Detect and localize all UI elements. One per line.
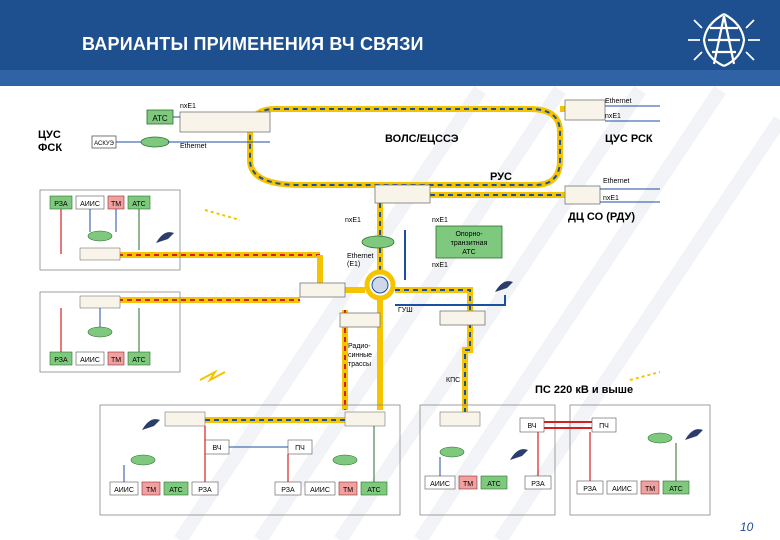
page-title: ВАРИАНТЫ ПРИМЕНЕНИЯ ВЧ СВЯЗИ (82, 34, 424, 54)
svg-text:АТС: АТС (169, 487, 182, 494)
satellite-icon-3 (142, 419, 160, 430)
askue-label: АСКУЭ (94, 141, 114, 147)
background-stripes (174, 86, 780, 540)
vols-label: ВОЛС/ЕЦССЭ (385, 133, 459, 145)
svg-text:ПЧ: ПЧ (295, 445, 305, 452)
svg-text:АИИС: АИИС (430, 481, 450, 488)
svg-text:ТМ: ТМ (645, 486, 655, 493)
page-number: 10 (740, 520, 754, 534)
gush-label: ГУШ (398, 307, 413, 314)
svg-text:АТС: АТС (669, 486, 682, 493)
rus-label: РУС (490, 171, 512, 183)
svg-text:ТМ: ТМ (111, 357, 121, 364)
satellite-icon-2 (495, 281, 513, 292)
vols-ring (100, 106, 568, 423)
svg-text:АТС: АТС (367, 487, 380, 494)
satellite-icon-1 (156, 232, 174, 243)
nxe1-label-hub-right: nхE1 (432, 217, 448, 224)
svg-text:АИИС: АИИС (80, 357, 100, 364)
svg-text:АИИС: АИИС (310, 487, 330, 494)
svg-text:ТМ: ТМ (343, 487, 353, 494)
svg-text:ВЧ: ВЧ (212, 445, 221, 452)
hub-router-icon (361, 235, 395, 249)
cus-rsk-label: ЦУС РСК (605, 133, 653, 145)
svg-text:ВЧ: ВЧ (527, 423, 536, 430)
multiplexer-rsk (564, 99, 606, 121)
nxe1-label-hub-left: nхE1 (345, 217, 361, 224)
svg-text:РЗА: РЗА (54, 201, 68, 208)
opora-box (435, 225, 503, 259)
satellite-icon-4 (510, 449, 528, 460)
ethernet-label-rsk: Ethernet (605, 98, 632, 105)
substation-left-lower: РЗА АИИС ТМ АТС (39, 291, 181, 373)
nxe1-label-dc: nхE1 (603, 195, 619, 202)
ethernet-label-dc: Ethernet (603, 178, 630, 185)
svg-text:ТМ: ТМ (463, 481, 473, 488)
multiplexer-top (179, 111, 271, 133)
router-icon (140, 136, 170, 148)
nxe1-label-hub-low: nхE1 (432, 262, 448, 269)
substation-left-upper: РЗА АИИС ТМ АТС (39, 189, 181, 271)
svg-text:ТМ: ТМ (146, 487, 156, 494)
ethernet-label-top: Ethernet (180, 143, 207, 150)
kps-label: КПС (446, 377, 460, 384)
svg-text:РЗА: РЗА (583, 486, 597, 493)
multiplexer-rus (374, 184, 431, 204)
nxe1-label-top: nхE1 (180, 103, 196, 110)
svg-text:РЗА: РЗА (281, 487, 295, 494)
svg-text:РЗА: РЗА (54, 357, 68, 364)
svg-text:АИИС: АИИС (114, 487, 134, 494)
cus-rsk-block: Ethernet nхE1 ЦУС РСК (564, 98, 660, 145)
svg-text:ТМ: ТМ (111, 201, 121, 208)
svg-text:АТС: АТС (132, 357, 145, 364)
header-bar: ВАРИАНТЫ ПРИМЕНЕНИЯ ВЧ СВЯЗИ (0, 0, 780, 86)
satellite-icons (142, 232, 703, 460)
company-logo-icon (688, 13, 760, 68)
ps220-label: ПС 220 кВ и выше (535, 384, 633, 396)
svg-text:ПЧ: ПЧ (599, 423, 609, 430)
station-ps220: ПС 220 кВ и выше ВЧ ПЧ АИИС ТМ АТС РЗА Р… (419, 384, 711, 516)
atc-label-top: АТС (152, 114, 168, 123)
svg-text:АИИС: АИИС (80, 201, 100, 208)
dc-so-label: ДЦ СО (РДУ) (568, 211, 635, 223)
wireless-link-icons (199, 209, 661, 383)
svg-text:АИИС: АИИС (612, 486, 632, 493)
svg-text:АТС: АТС (132, 201, 145, 208)
nxe1-label-rsk: nхE1 (605, 113, 621, 120)
ethernet-e1-label: Ethernet(E1) (347, 253, 374, 268)
header-band (0, 70, 780, 86)
svg-text:РЗА: РЗА (198, 487, 212, 494)
station-bottom-left: ВЧ ПЧ АИИС ТМ АТС РЗА РЗА АИИС ТМ АТС (99, 404, 401, 516)
svg-text:АТС: АТС (487, 481, 500, 488)
rus-block: РУС Ethernet nхE1 ДЦ СО (РДУ) (374, 171, 660, 223)
multiplexer-dc (564, 185, 601, 205)
svg-text:РЗА: РЗА (531, 481, 545, 488)
satellite-icon-5 (685, 429, 703, 440)
